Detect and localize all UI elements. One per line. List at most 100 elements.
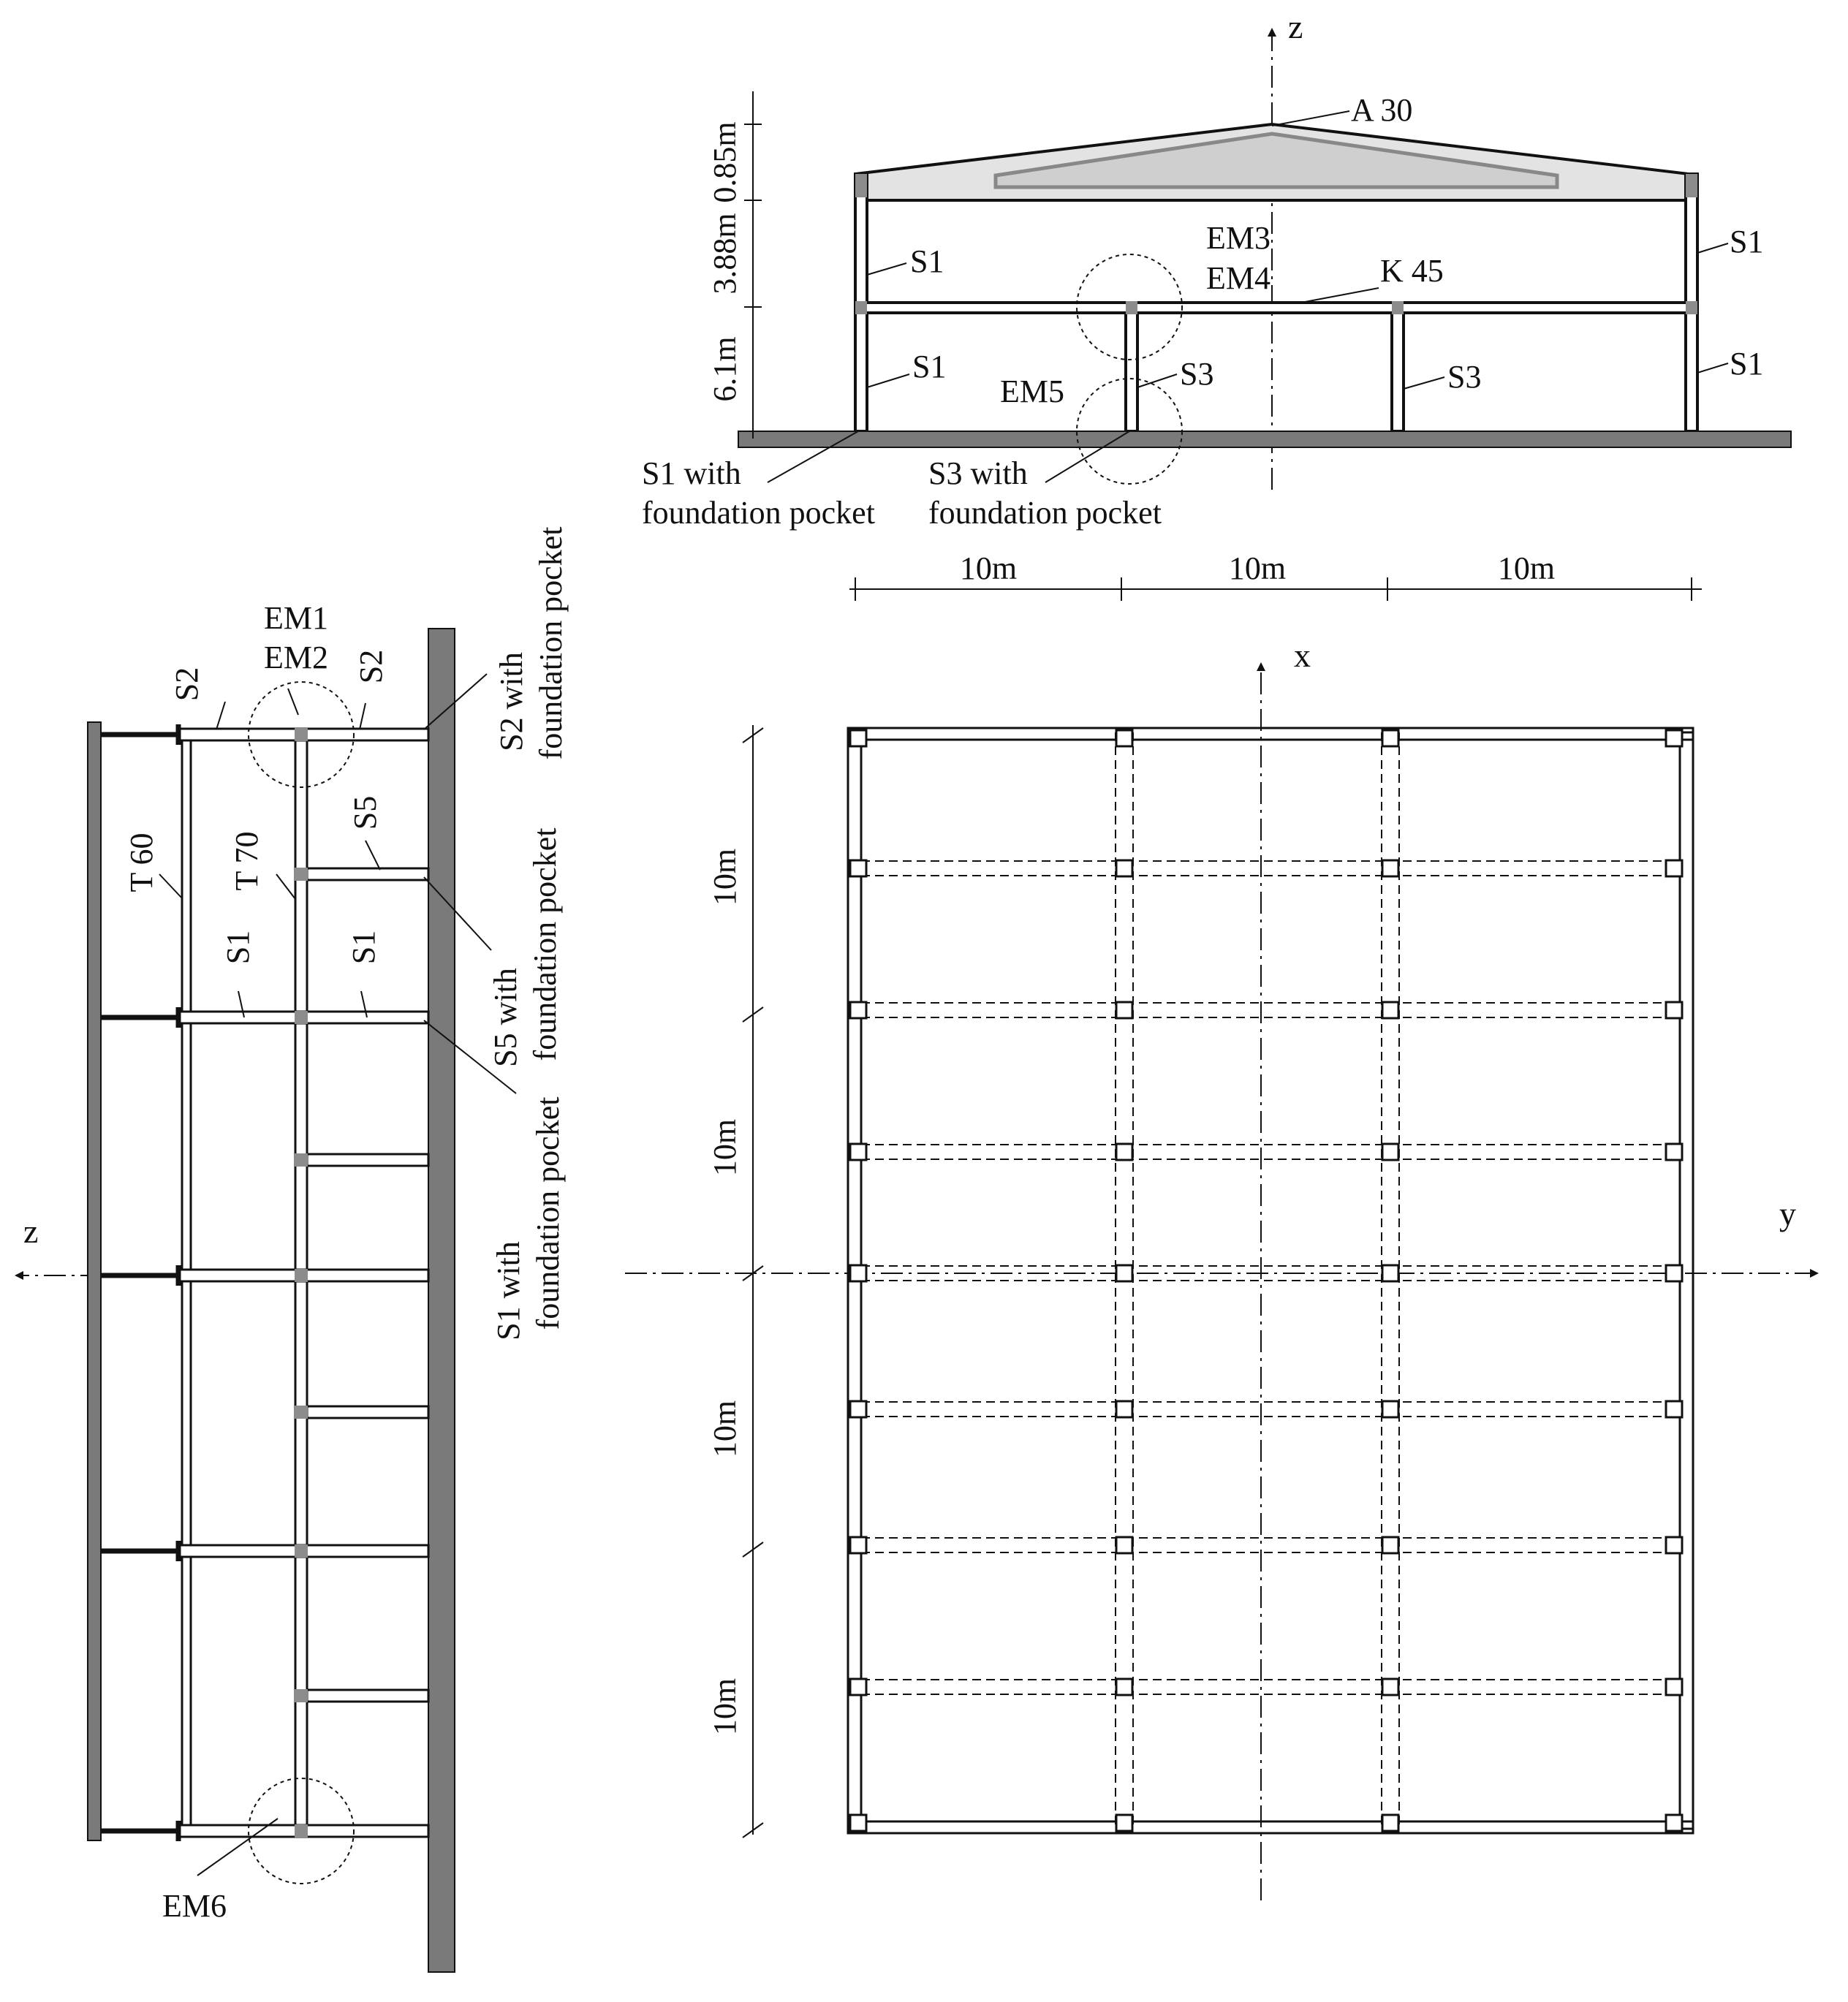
plan-column-r3-c1 xyxy=(849,1001,868,1020)
leader-t60 xyxy=(159,873,183,900)
label-s1-lower-left: S1 xyxy=(912,349,946,384)
plan-column-r7-c1 xyxy=(849,1536,868,1555)
elevation-foundation-slab xyxy=(428,628,455,1973)
plan-column-r1-c3 xyxy=(1381,729,1400,748)
leader-s1-pocket xyxy=(423,1020,517,1094)
label-s1-pocket-1: S1 with xyxy=(642,455,741,491)
plan-column-r3-c2 xyxy=(1115,1001,1134,1020)
plan-side-label-3: 10m xyxy=(707,1400,743,1457)
label-em1: EM1 xyxy=(264,600,328,636)
plan-column-r4-c2 xyxy=(1115,1142,1134,1161)
elevation-short-joint-3 xyxy=(295,1406,308,1419)
label-s2-left: S2 xyxy=(169,667,205,701)
leader-s1-ll xyxy=(866,374,910,388)
plan-column-r5-c2 xyxy=(1115,1264,1134,1283)
leader-s2-left xyxy=(216,701,226,730)
plan-column-r6-c4 xyxy=(1665,1400,1684,1419)
leader-s5-pocket xyxy=(423,876,492,951)
label-s1-upper-left: S1 xyxy=(910,243,944,279)
elevation-joint-2 xyxy=(295,1011,308,1024)
plan-column-r7-c3 xyxy=(1381,1536,1400,1555)
leader-s1-lr xyxy=(1697,363,1729,374)
plan-column-r9-c1 xyxy=(849,1813,868,1832)
plan-column-r3-c3 xyxy=(1381,1001,1400,1020)
plan-beam-top xyxy=(847,727,1694,741)
plan-column-r4-c1 xyxy=(849,1142,868,1161)
column-s1-lower-right xyxy=(1684,311,1699,433)
plan-column-r6-c2 xyxy=(1115,1400,1134,1419)
plan-column-r7-c2 xyxy=(1115,1536,1134,1555)
label-s5-pocket-1: S5 with xyxy=(488,968,523,1067)
foundation-slab xyxy=(738,431,1792,448)
leader-s1-left xyxy=(238,990,245,1018)
leader-em6 xyxy=(197,1818,279,1876)
elevation-short-joint-2 xyxy=(295,1153,308,1167)
plan-column-r9-c2 xyxy=(1115,1813,1134,1832)
detail-circle-em1-em2 xyxy=(248,681,355,788)
leader-s2-pocket xyxy=(423,673,488,730)
plan-column-r2-c4 xyxy=(1665,859,1684,878)
label-em2: EM2 xyxy=(264,640,328,675)
joint-k45-1 xyxy=(855,301,867,314)
plan-column-r5-c1 xyxy=(849,1264,868,1283)
plan-column-r5-c4 xyxy=(1665,1264,1684,1283)
girder-k45 xyxy=(854,301,1699,314)
leader-s3-pocket xyxy=(1045,431,1130,483)
label-s5: S5 xyxy=(347,796,383,830)
label-s3-right: S3 xyxy=(1447,359,1481,395)
elevation-short-joint-4 xyxy=(295,1689,308,1702)
plan-side-tick-4 xyxy=(742,1542,764,1558)
elevation-joint-5 xyxy=(295,1824,308,1838)
elevation-short-beam-2 xyxy=(306,1153,430,1167)
leader-em1 xyxy=(287,688,299,716)
column-s3-left xyxy=(1124,311,1139,433)
plan-column-r7-c4 xyxy=(1665,1536,1684,1555)
label-a30: A 30 xyxy=(1351,92,1412,128)
column-s3-right xyxy=(1390,311,1405,433)
elevation-joint-4 xyxy=(295,1544,308,1558)
plan-y-axis-label: y xyxy=(1779,1195,1796,1232)
label-s2-pocket-1: S2 with xyxy=(493,652,529,751)
plan-column-r8-c1 xyxy=(849,1677,868,1696)
label-em6: EM6 xyxy=(162,1888,227,1924)
leader-s5 xyxy=(365,840,381,871)
elevation-short-beam-4 xyxy=(306,1688,430,1703)
plan-x-axis-label: x xyxy=(1294,637,1311,674)
detail-circle-em6 xyxy=(248,1778,355,1884)
plan-column-r4-c3 xyxy=(1381,1142,1400,1161)
elevation-grid xyxy=(101,724,430,1841)
elevation-joint-1 xyxy=(295,728,308,741)
plan-grid xyxy=(847,727,1694,1835)
elevation-view: z EM1 EM2 EM6 S2 S2 S5 T 60 T 70 S1 S1 S… xyxy=(15,527,569,1973)
elevation-column-t70 xyxy=(294,733,308,1832)
roof-girder-inner xyxy=(993,132,1559,189)
detail-circle-em5 xyxy=(1076,378,1183,485)
dim-61m: 6.1m xyxy=(707,336,743,401)
label-s3-pocket-1: S3 with xyxy=(928,455,1028,491)
label-s3-left: S3 xyxy=(1180,356,1213,392)
joint-roof-right xyxy=(1686,174,1697,197)
plan-column-r1-c1 xyxy=(849,729,868,748)
label-t70: T 70 xyxy=(229,831,265,890)
plan-side-tick-3 xyxy=(742,1265,764,1281)
label-t60: T 60 xyxy=(124,833,159,892)
leader-s3-right xyxy=(1403,376,1445,390)
plan-column-r9-c4 xyxy=(1665,1813,1684,1832)
joint-k45-4 xyxy=(1686,301,1697,314)
label-s1-pocket-2: foundation pocket xyxy=(642,495,875,531)
plan-column-r2-c3 xyxy=(1381,859,1400,878)
label-s1-lower-right: S1 xyxy=(1730,346,1763,382)
joint-roof-left xyxy=(855,174,867,197)
column-s1-lower-left xyxy=(854,311,868,433)
label-em3: EM3 xyxy=(1206,220,1270,256)
plan-side-tick-5 xyxy=(742,1822,764,1838)
leader-a30 xyxy=(1271,110,1350,126)
label-s1-upper-right: S1 xyxy=(1730,224,1763,259)
dim-085m: 0.85m xyxy=(707,121,743,202)
elevation-short-beam-3 xyxy=(306,1405,430,1419)
label-s2-pocket-2: foundation pocket xyxy=(533,527,569,760)
plan-side-tick-2 xyxy=(742,1006,764,1023)
label-s5-pocket-2: foundation pocket xyxy=(527,828,563,1061)
elevation-joint-3 xyxy=(295,1269,308,1282)
plan-column-r8-c4 xyxy=(1665,1677,1684,1696)
